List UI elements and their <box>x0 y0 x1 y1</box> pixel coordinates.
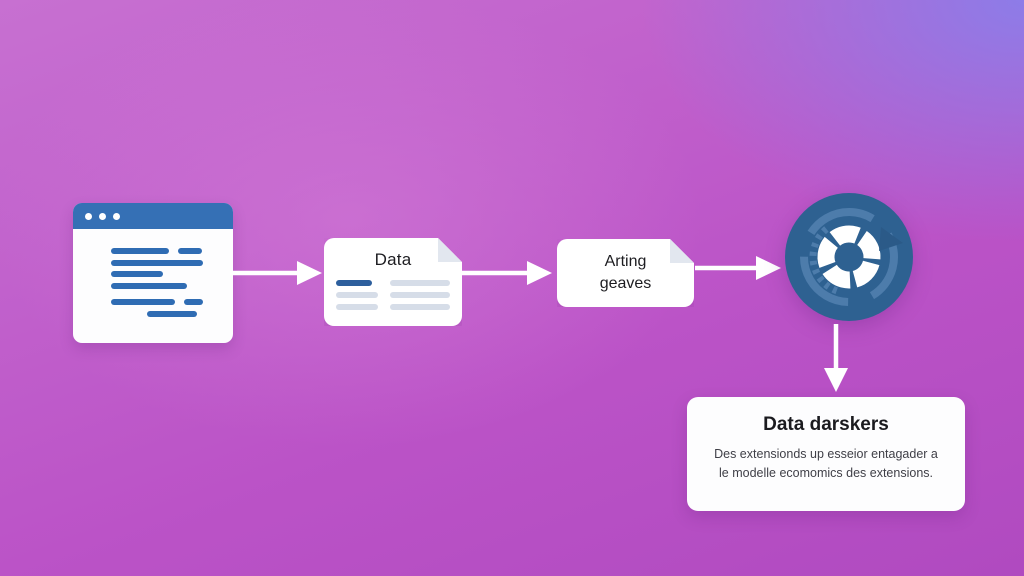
document-fold <box>670 239 694 263</box>
document-lines <box>324 280 462 310</box>
result-card: Data darskers Des extensionds up esseior… <box>687 397 965 511</box>
document-card-arting-geaves: Arting geaves <box>557 239 694 307</box>
window-dot <box>113 212 120 220</box>
arrow-right-icon <box>695 250 781 286</box>
document-title: Arting geaves <box>599 253 652 292</box>
document-card-data: Data <box>324 238 462 326</box>
result-card-title: Data darskers <box>763 414 889 435</box>
arrow-right-icon <box>230 255 322 291</box>
result-card-body: Des extensionds up esseior entagader a l… <box>714 447 938 481</box>
browser-titlebar <box>73 203 233 229</box>
browser-content-lines <box>73 229 233 317</box>
browser-window-icon <box>73 203 233 343</box>
document-fold <box>438 238 462 262</box>
arrow-right-icon <box>462 255 552 291</box>
window-dot <box>85 212 92 220</box>
arrow-down-icon <box>818 324 854 392</box>
window-dot <box>99 212 106 220</box>
document-title: Data <box>374 250 412 269</box>
sync-circle-icon <box>785 193 913 321</box>
